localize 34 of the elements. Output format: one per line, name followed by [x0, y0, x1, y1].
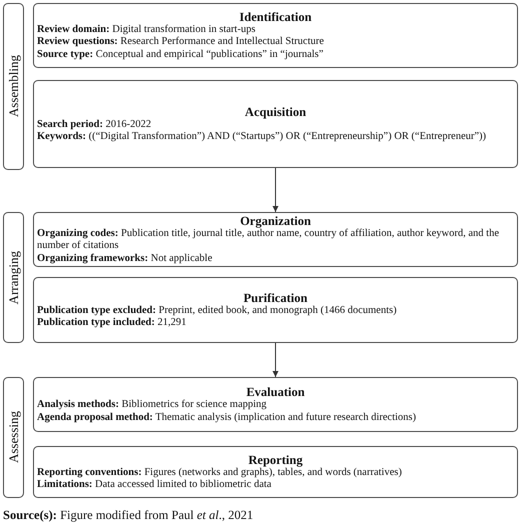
box-text: Review domain: Digital transformation in start-ups	[37, 24, 256, 36]
arrow	[272, 168, 278, 212]
box-text: Publication type excluded: Preprint, edited book, and monograph (1466 documents)	[37, 304, 397, 317]
box-text: Review questions: Research Performance and Intellectual Structure	[37, 36, 324, 49]
box-title: Acquisition	[244, 104, 306, 118]
process-box	[33, 446, 518, 498]
box-title: Evaluation	[246, 385, 305, 399]
stage-band	[3, 3, 24, 170]
stage-band	[3, 377, 24, 498]
box-text: Search period: 2016-2022	[37, 118, 152, 131]
box-text: Organizing frameworks: Not applicable	[37, 252, 212, 266]
box-text: Keywords: ((“Digital Transformation”) AND (“Startups”) OR (“Entrepreneurship”) OR (“Entrepreneur”))	[37, 131, 486, 144]
stage-label: Arranging	[6, 250, 21, 304]
box-title: Reporting	[248, 452, 303, 466]
stage-band	[3, 212, 24, 343]
process-box	[33, 80, 518, 168]
process-box	[33, 3, 518, 68]
box-text: Reporting conventions: Figures (networks and graphs), tables, and words (narratives)	[37, 466, 402, 479]
process-box	[33, 212, 518, 267]
box-title: Purification	[244, 290, 308, 304]
box-title: Identification	[239, 10, 312, 24]
box-text: Publication type included: 21,291	[37, 317, 186, 330]
box-text: Source type: Conceptual and empirical “publications” in “journals”	[37, 48, 324, 62]
stage-label: Assembling	[6, 55, 21, 118]
process-box	[33, 377, 518, 432]
box-text: Limitations: Data accessed limited to bibliometric data	[37, 479, 272, 492]
arrow	[272, 342, 278, 378]
caption: Source(s): Figure modified from Paul et al., 2021	[3, 508, 254, 522]
stage-label: Assessing	[6, 411, 21, 464]
box-text: Analysis methods: Bibliometrics for science mapping	[37, 399, 267, 412]
box-title: Organization	[240, 214, 311, 228]
process-box	[33, 277, 518, 343]
box-text: Organizing codes: Publication title, journal title, author name, country of affiliation, author keyword, and the number of citations	[37, 228, 500, 253]
box-text: Agenda proposal method: Thematic analysis (implication and future research directions)	[37, 412, 416, 424]
